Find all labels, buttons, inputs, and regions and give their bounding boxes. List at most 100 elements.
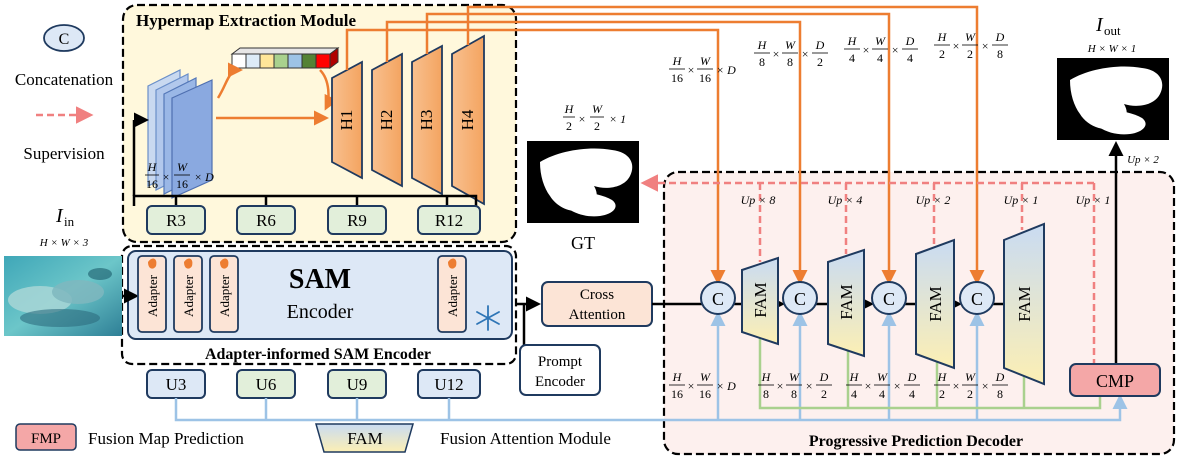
input-image — [4, 256, 122, 336]
bottom-dim-2-suffix: × — [805, 379, 813, 393]
bottom-dim-2-d-num: D — [819, 370, 829, 384]
svg-text:C: C — [794, 289, 806, 309]
r-blocks-bus — [132, 194, 478, 206]
top-dim-4-h-num: H — [937, 30, 948, 44]
bottom-dim-2-w-num: W — [789, 370, 800, 384]
u12-label: U12 — [434, 375, 463, 394]
snowflake-icon — [476, 305, 500, 331]
svg-text:C: C — [971, 289, 983, 309]
top-dim-3-h-den: 4 — [849, 51, 855, 65]
legend-fmp-box — [15, 423, 77, 451]
bottom-dim-4-d-den: 8 — [997, 387, 1003, 401]
bottom-dim-4-w-den: 2 — [967, 387, 973, 401]
green-fam-bus — [758, 338, 1102, 410]
h2-to-c2-line — [385, 20, 808, 285]
bottom-dim-3-w-den: 4 — [879, 387, 885, 401]
vector-to-h1-curve — [319, 69, 339, 111]
decoder-caption: Progressive Prediction Decoder — [809, 433, 1023, 450]
top-dim-3-suffix: × — [891, 43, 899, 57]
svg-text:FAM: FAM — [837, 284, 856, 320]
head-h3-shape — [411, 44, 443, 196]
concat-node-4 — [959, 281, 995, 315]
top-dim-1-suffix: × D — [716, 63, 736, 77]
fam-block-2 — [827, 248, 865, 358]
bottom-dim-4-h-num: H — [937, 370, 948, 384]
r6-label: R6 — [256, 211, 276, 230]
gt-dim: H 2 × W 2 × 1 — [563, 102, 626, 133]
concat-nodes: C C C C — [700, 281, 995, 315]
encoder-subtitle: Encoder — [287, 301, 354, 323]
gt-image — [527, 141, 639, 223]
token-vector — [230, 47, 340, 69]
prompt-encoder-box — [519, 344, 601, 396]
feature-stack — [147, 69, 213, 199]
r9-box — [327, 205, 387, 235]
svg-text:× D: × D — [194, 170, 214, 184]
top-dim-3-d-den: 4 — [907, 51, 913, 65]
fam-block-1 — [741, 256, 779, 346]
legend: C Concatenation Supervision FMP Fusion M… — [15, 24, 611, 453]
bottom-dim-4-h-den: 2 — [939, 387, 945, 401]
head-h2-shape — [371, 52, 403, 188]
bottom-dim-3-h-den: 4 — [851, 387, 857, 401]
svg-text:I: I — [1095, 14, 1104, 36]
u-blocks-blue-bus — [174, 394, 1128, 422]
svg-text:H × W × 3: H × W × 3 — [39, 237, 89, 249]
up-label-1: Up × 8 — [741, 193, 776, 207]
svg-text:×: × — [579, 112, 586, 126]
svg-text:×: × — [953, 39, 960, 53]
top-dim-1-h-num: H — [672, 54, 683, 68]
adapter-1 — [137, 255, 167, 333]
up-label-5: Up × 1 — [1076, 193, 1111, 207]
head-h3-label: H3 — [417, 110, 436, 131]
top-dim-2-w-num: W — [785, 38, 796, 52]
svg-text:W: W — [177, 160, 188, 174]
top-dim-3-h-num: H — [847, 34, 858, 48]
r3-label: R3 — [166, 211, 186, 230]
flame-icon — [220, 258, 229, 269]
top-dim-4-w-den: 2 — [967, 47, 973, 61]
concat-node-3 — [871, 281, 907, 315]
gt-label: GT — [571, 233, 595, 253]
output-label: I out H × W × 1 — [1087, 14, 1136, 55]
head-h4-shape — [451, 34, 485, 206]
u9-label: U9 — [347, 375, 368, 394]
bottom-dim-2-w-den: 8 — [791, 387, 797, 401]
top-dim-1-w-den: 16 — [699, 71, 711, 85]
legend-concat-circle — [43, 24, 85, 52]
legend-concat-label: Concatenation — [15, 70, 114, 89]
top-dim-2-d-den: 2 — [817, 55, 823, 69]
fam-block-4 — [1003, 222, 1045, 386]
top-dim-4-h-den: 2 — [939, 47, 945, 61]
svg-text:H: H — [564, 102, 575, 116]
adapter-2-label: Adapter — [181, 274, 196, 317]
bottom-dim-1-h-den: 16 — [671, 387, 683, 401]
adapter-4-label: Adapter — [445, 274, 460, 317]
top-dim-2-d-num: D — [815, 38, 825, 52]
head-h4-label: H4 — [458, 109, 477, 130]
u3-label: U3 — [166, 375, 187, 394]
top-dim-4-d-num: D — [995, 30, 1005, 44]
legend-concat-symbol: C — [59, 31, 70, 48]
top-dim-2-suffix: × — [801, 47, 809, 61]
bottom-dim-2-d-den: 2 — [821, 387, 827, 401]
top-dim-1-w-num: W — [700, 54, 711, 68]
svg-text:C: C — [883, 289, 895, 309]
legend-supervision-label: Supervision — [23, 144, 105, 163]
svg-text:out: out — [1104, 23, 1121, 38]
top-dim-2-h-den: 8 — [759, 55, 765, 69]
head-h1-shape — [331, 60, 363, 180]
top-dim-2-h-num: H — [757, 38, 768, 52]
svg-text:×: × — [773, 47, 780, 61]
flame-icon — [184, 258, 193, 269]
prompt-encoder-line2: Encoder — [535, 374, 585, 390]
legend-fam-label: Fusion Attention Module — [440, 429, 611, 448]
adapter-3 — [209, 255, 239, 333]
hypermap-feature-dim: H 16 × W 16 × D — [145, 160, 214, 191]
bottom-dim-1-w-num: W — [700, 370, 711, 384]
bottom-dim-4-w-num: W — [965, 370, 976, 384]
output-image — [1057, 58, 1169, 140]
bottom-dim-2-h-num: H — [761, 370, 772, 384]
up-label-2: Up × 4 — [828, 193, 863, 207]
